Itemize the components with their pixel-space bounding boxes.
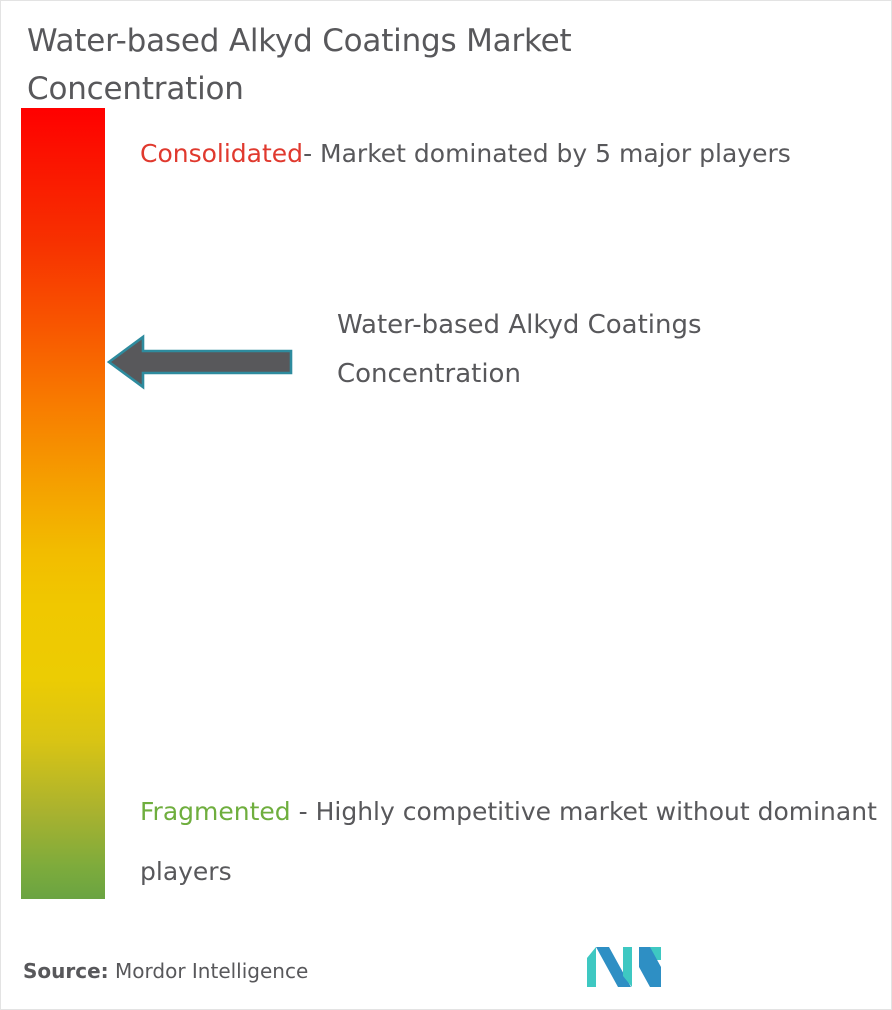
- logo-shape-m-left: [587, 947, 596, 987]
- logo-shape-m-right: [623, 947, 632, 987]
- consolidated-keyword: Consolidated: [140, 139, 304, 168]
- logo-shape-m-diagonal: [596, 947, 631, 987]
- mordor-intelligence-logo-icon: [587, 947, 661, 987]
- consolidated-detail: - Market dominated by 5 major players: [303, 139, 791, 168]
- arrow-left-icon: [106, 334, 293, 390]
- fragmented-keyword: Fragmented: [140, 797, 291, 826]
- concentration-indicator-arrow: [106, 334, 293, 390]
- fragmented-detail: - Highly competitive market without domi…: [140, 797, 877, 886]
- source-value: Mordor Intelligence: [108, 959, 309, 983]
- logo-shape-i-body: [639, 947, 661, 987]
- source-attribution: Source: Mordor Intelligence: [23, 959, 308, 983]
- page-title: Water-based Alkyd Coatings Market Concen…: [27, 23, 572, 108]
- source-label: Source:: [23, 959, 109, 983]
- consolidated-description: Consolidated- Market dominated by 5 majo…: [140, 124, 840, 184]
- concentration-indicator-label: Water-based Alkyd Coatings Concentration: [337, 310, 702, 390]
- fragmented-description: Fragmented - Highly competitive market w…: [140, 782, 880, 902]
- concentration-gradient-scale: [21, 108, 105, 899]
